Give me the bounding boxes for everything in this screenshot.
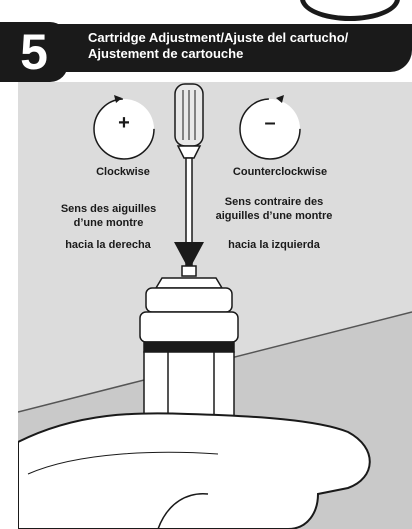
counterclockwise-label-es: hacia la izquierda: [228, 239, 320, 251]
cartridge-valve: [139, 265, 239, 421]
clockwise-label-fr: Sens des aiguilles d’une montre: [60, 203, 157, 229]
counterclockwise-label-en: Counterclockwise: [232, 166, 328, 178]
header-bar: [38, 24, 412, 72]
clockwise-label-en: Clockwise: [96, 166, 150, 178]
screwdriver-icon: [174, 83, 204, 271]
down-arrow-icon: [174, 242, 204, 270]
clockwise-label-es: hacia la derecha: [65, 239, 151, 251]
faucet-base: [18, 412, 371, 529]
step-number-badge: 5: [0, 22, 68, 82]
minus-symbol: –: [264, 112, 276, 134]
counterclockwise-label-fr: Sens contraire des aiguilles d’une montr…: [215, 196, 333, 222]
step-title: Cartridge Adjustment/Ajuste del cartucho…: [88, 30, 349, 61]
step-header: 5 Cartridge Adjustment/Ajuste del cartuc…: [0, 0, 412, 82]
decorative-arc: [300, 0, 400, 21]
illustration-panel: + – Clockwise Counterclockwise Sens des …: [18, 82, 412, 529]
counterclockwise-icon: [239, 95, 301, 160]
cartridge-illustration: [18, 82, 412, 529]
plus-symbol: +: [118, 112, 130, 134]
clockwise-icon: [93, 95, 155, 160]
